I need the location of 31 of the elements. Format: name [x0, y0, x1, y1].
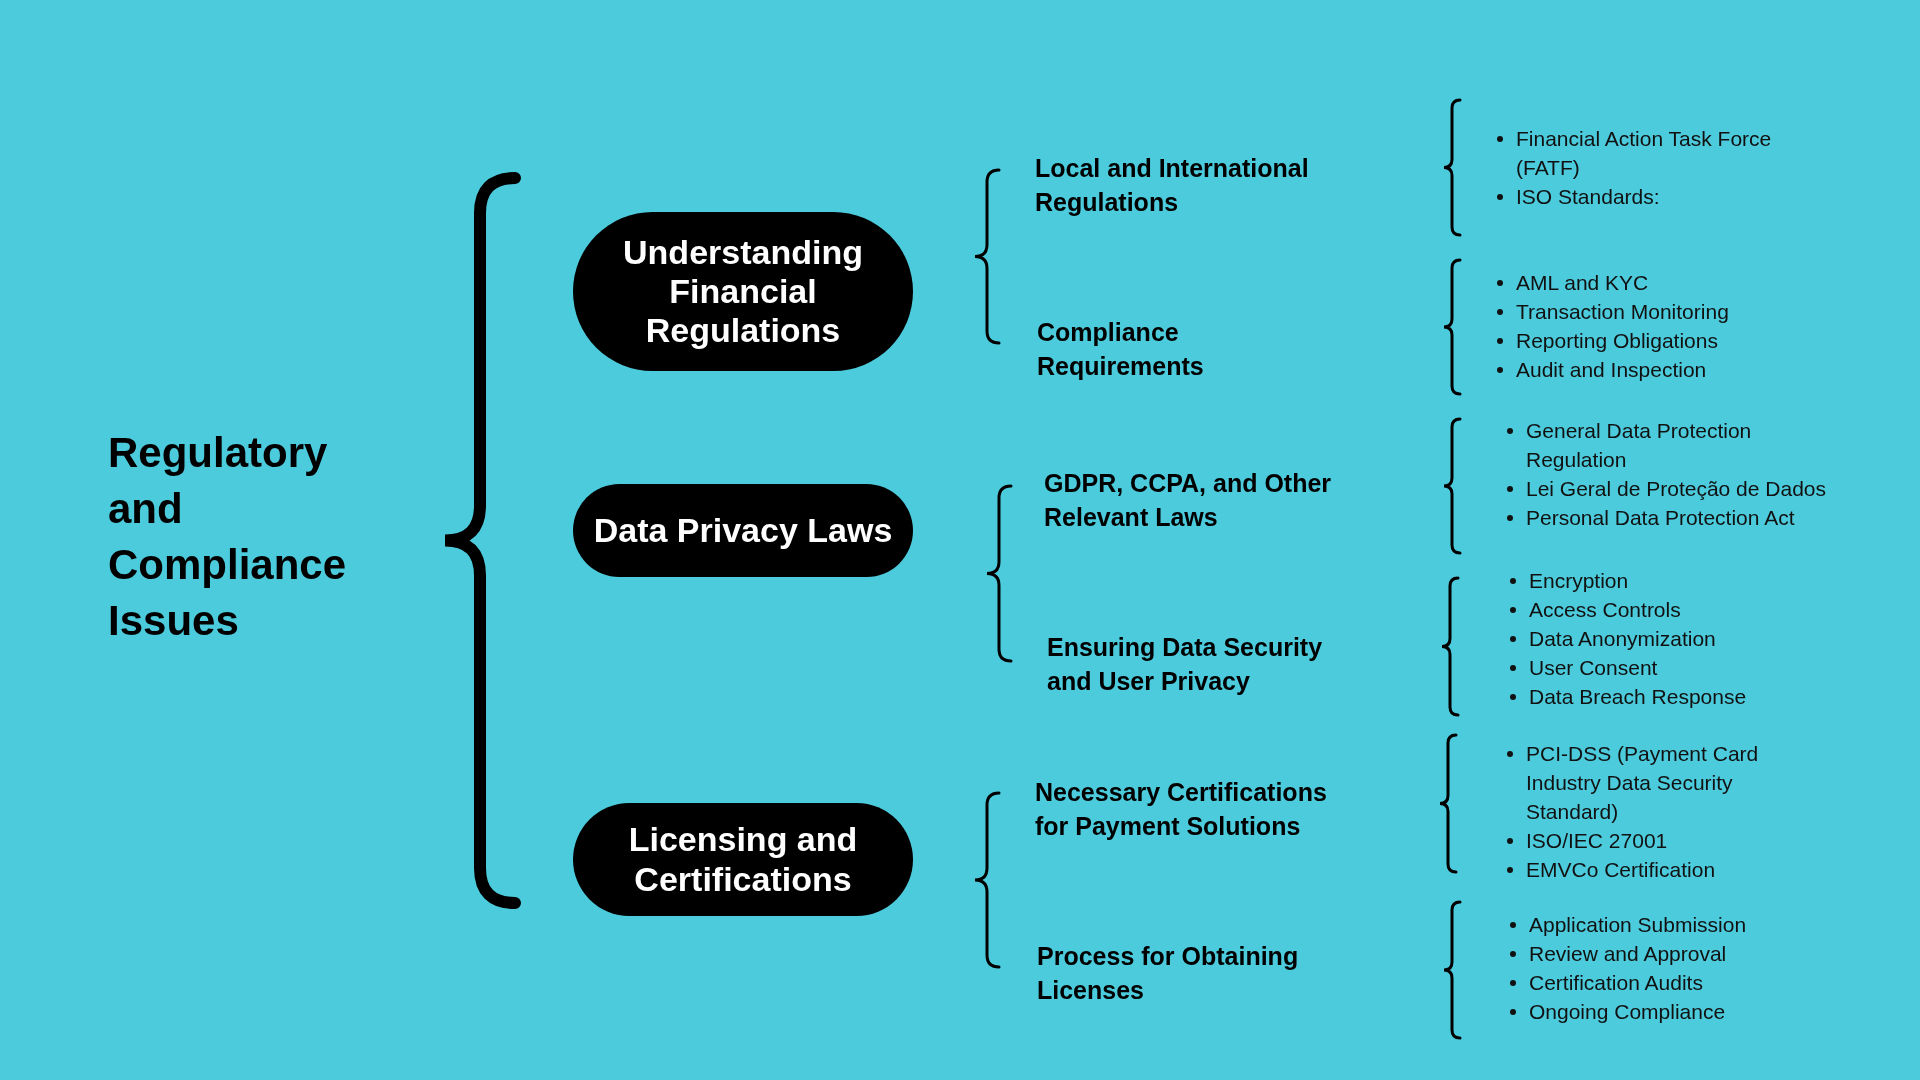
- subtopic-heading: Necessary Certifications for Payment Solutions: [1035, 777, 1328, 842]
- bullet-item: ISO Standards:: [1494, 182, 1794, 211]
- subtopic-heading: Compliance Requirements: [1037, 317, 1205, 382]
- bullet-item: PCI-DSS (Payment Card Industry Data Security Standard): [1504, 739, 1784, 826]
- bullet-item: Ongoing Compliance: [1507, 997, 1867, 1026]
- subtopic-heading: Process for Obtaining Licenses: [1037, 941, 1300, 1006]
- bullet-item: Data Breach Response: [1507, 682, 1867, 711]
- bullet-item: Review and Approval: [1507, 939, 1867, 968]
- topic-pill: Licensing and Certifications: [573, 803, 913, 916]
- topic-pill: Data Privacy Laws: [573, 484, 913, 577]
- bullet-item: Certification Audits: [1507, 968, 1867, 997]
- bullet-item: Encryption: [1507, 566, 1867, 595]
- subtopic-heading: Local and International Regulations: [1035, 153, 1310, 218]
- bullet-item: Access Controls: [1507, 595, 1867, 624]
- bullet-item: Personal Data Protection Act: [1504, 503, 1849, 532]
- bullet-item: Lei Geral de Proteção de Dados: [1504, 474, 1849, 503]
- central-topic: Regulatory and Compliance Issues: [108, 428, 348, 646]
- bullet-item: Application Submission: [1507, 910, 1867, 939]
- bullet-item: EMVCo Certification: [1504, 855, 1784, 884]
- subtopic-heading: Ensuring Data Security and User Privacy: [1047, 632, 1324, 697]
- bullet-item: Transaction Monitoring: [1494, 297, 1854, 326]
- subtopic-heading: GDPR, CCPA, and Other Relevant Laws: [1044, 468, 1333, 533]
- bullet-item: ISO/IEC 27001: [1504, 826, 1784, 855]
- bullet-item: Audit and Inspection: [1494, 355, 1854, 384]
- bullet-item: User Consent: [1507, 653, 1867, 682]
- bullet-item: General Data Protection Regulation: [1504, 416, 1849, 474]
- bullet-item: Data Anonymization: [1507, 624, 1867, 653]
- topic-pill: Understanding Financial Regulations: [573, 212, 913, 371]
- bullet-item: AML and KYC: [1494, 268, 1854, 297]
- bullet-item: Financial Action Task Force (FATF): [1494, 124, 1794, 182]
- bullet-item: Reporting Obligations: [1494, 326, 1854, 355]
